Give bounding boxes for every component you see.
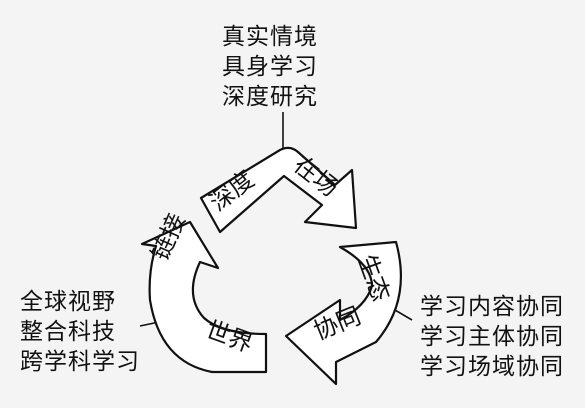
- left-line-3: 跨学科学习: [20, 349, 140, 375]
- right-line-2: 学习主体协同: [420, 324, 564, 350]
- left-line-1: 全球视野: [20, 289, 116, 315]
- top-text-group: 真实情境 具身学习 深度研究: [222, 22, 318, 112]
- top-arrow: [199, 146, 358, 234]
- left-arrow: [140, 220, 268, 374]
- top-line-1: 真实情境: [222, 24, 318, 50]
- right-arrow: [284, 240, 402, 386]
- left-line-2: 整合科技: [20, 319, 116, 345]
- right-text-group: 学习内容协同 学习主体协同 学习场域协同: [420, 292, 564, 382]
- left-text-group: 全球视野 整合科技 跨学科学习: [20, 287, 140, 377]
- right-line-1: 学习内容协同: [420, 294, 564, 320]
- right-line-3: 学习场域协同: [420, 354, 564, 380]
- top-line-2: 具身学习: [222, 54, 318, 80]
- top-line-3: 深度研究: [222, 84, 318, 110]
